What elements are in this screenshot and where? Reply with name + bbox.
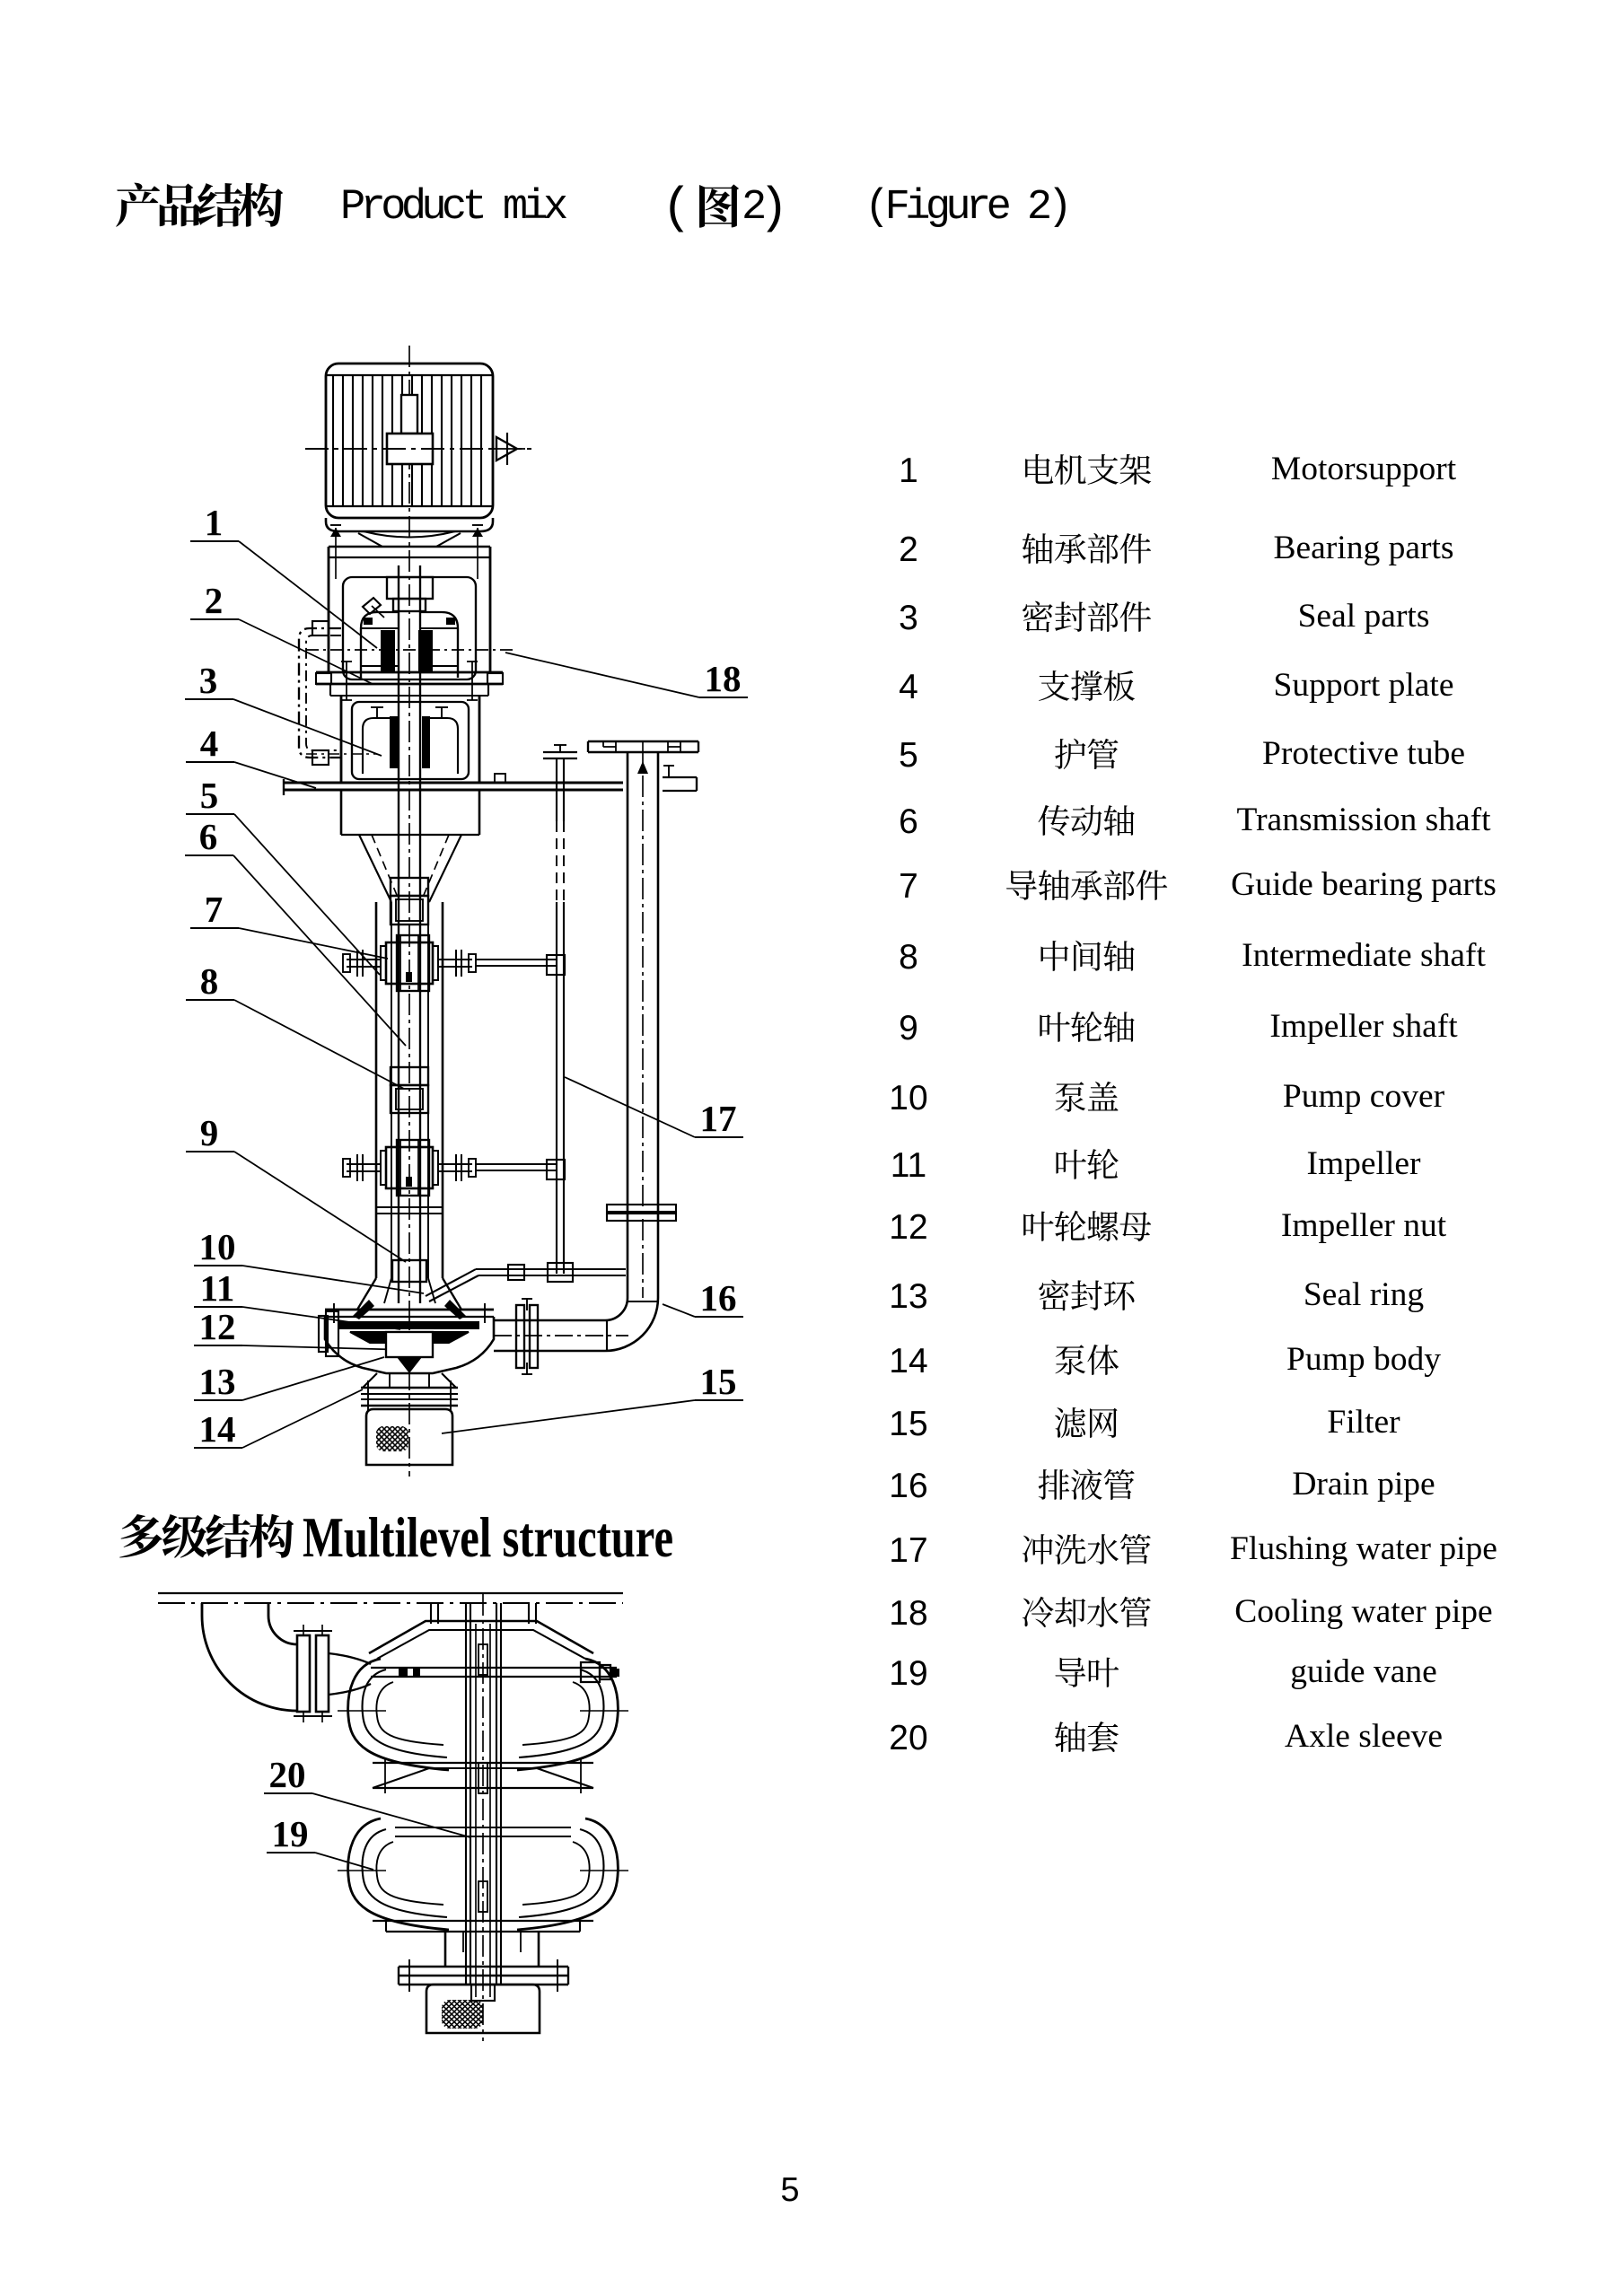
svg-text:1: 1 — [899, 451, 918, 490]
svg-text:6: 6 — [199, 816, 218, 857]
svg-text:(: ( — [662, 180, 692, 237]
svg-text:Drain pipe: Drain pipe — [1292, 1466, 1435, 1503]
svg-text:Transmission shaft: Transmission shaft — [1236, 802, 1491, 838]
svg-text:10: 10 — [889, 1079, 927, 1117]
svg-text:14: 14 — [889, 1342, 927, 1380]
svg-text:2: 2 — [899, 530, 918, 569]
svg-text:15: 15 — [700, 1361, 737, 1402]
svg-text:12: 12 — [199, 1306, 236, 1347]
svg-text:Impeller shaft: Impeller shaft — [1269, 1008, 1458, 1045]
svg-text:Motorsupport: Motorsupport — [1271, 451, 1457, 487]
svg-text:14: 14 — [199, 1408, 236, 1450]
svg-text:Flushing water pipe: Flushing water pipe — [1230, 1530, 1497, 1567]
svg-text:13: 13 — [199, 1361, 236, 1402]
svg-text:7: 7 — [205, 889, 224, 930]
svg-text:5: 5 — [899, 736, 918, 775]
svg-text:Impeller: Impeller — [1306, 1145, 1421, 1182]
svg-text:guide vane: guide vane — [1290, 1653, 1436, 1690]
svg-text:9: 9 — [899, 1009, 918, 1047]
svg-text:Cooling water pipe: Cooling water pipe — [1234, 1593, 1492, 1630]
svg-text:12: 12 — [889, 1208, 927, 1247]
svg-text:11: 11 — [891, 1146, 927, 1185]
svg-text:3: 3 — [199, 660, 218, 701]
svg-text:Pump body: Pump body — [1286, 1341, 1441, 1378]
svg-text:Impeller nut: Impeller nut — [1281, 1207, 1447, 1244]
svg-text:4: 4 — [200, 723, 219, 764]
svg-text:20: 20 — [889, 1719, 927, 1757]
svg-text:17: 17 — [700, 1098, 737, 1139]
svg-text:15: 15 — [889, 1405, 927, 1443]
svg-text:19: 19 — [272, 1813, 309, 1854]
svg-text:(Figure 2): (Figure 2) — [865, 184, 1067, 232]
svg-text:1: 1 — [205, 502, 224, 543]
svg-text:13: 13 — [889, 1277, 927, 1316]
svg-text:Filter: Filter — [1327, 1404, 1400, 1441]
svg-text:3: 3 — [899, 599, 918, 637]
svg-text:20: 20 — [269, 1754, 306, 1795]
svg-text:Protective tube: Protective tube — [1262, 735, 1465, 772]
svg-text:6: 6 — [899, 802, 918, 841]
svg-text:2: 2 — [742, 184, 767, 232]
svg-text:11: 11 — [200, 1267, 235, 1309]
svg-text:): ) — [759, 180, 789, 237]
svg-text:Seal ring: Seal ring — [1304, 1276, 1425, 1313]
svg-text:Intermediate shaft: Intermediate shaft — [1242, 937, 1486, 974]
svg-text:16: 16 — [700, 1277, 737, 1319]
svg-text:Support plate: Support plate — [1273, 667, 1453, 704]
svg-text:17: 17 — [889, 1531, 927, 1570]
svg-text:Guide bearing parts: Guide bearing parts — [1231, 866, 1497, 903]
svg-text:4: 4 — [899, 668, 918, 706]
svg-text:Pump cover: Pump cover — [1283, 1078, 1445, 1115]
svg-text:18: 18 — [705, 658, 742, 699]
svg-text:Axle sleeve: Axle sleeve — [1285, 1718, 1443, 1755]
svg-text:8: 8 — [200, 960, 219, 1002]
svg-text:7: 7 — [899, 867, 918, 906]
svg-text:Product mix: Product mix — [340, 184, 566, 232]
svg-text:19: 19 — [889, 1654, 927, 1693]
svg-text:Bearing parts: Bearing parts — [1274, 530, 1454, 566]
svg-text:16: 16 — [889, 1467, 927, 1505]
svg-text:2: 2 — [205, 580, 224, 621]
svg-text:5: 5 — [200, 775, 219, 816]
svg-text:10: 10 — [199, 1226, 236, 1267]
svg-text:18: 18 — [889, 1594, 927, 1633]
svg-text:5: 5 — [780, 2171, 799, 2209]
svg-text:8: 8 — [899, 938, 918, 977]
svg-text:Multilevel structure: Multilevel structure — [303, 1505, 673, 1569]
svg-text:Seal parts: Seal parts — [1298, 598, 1430, 635]
svg-text:9: 9 — [200, 1112, 219, 1153]
